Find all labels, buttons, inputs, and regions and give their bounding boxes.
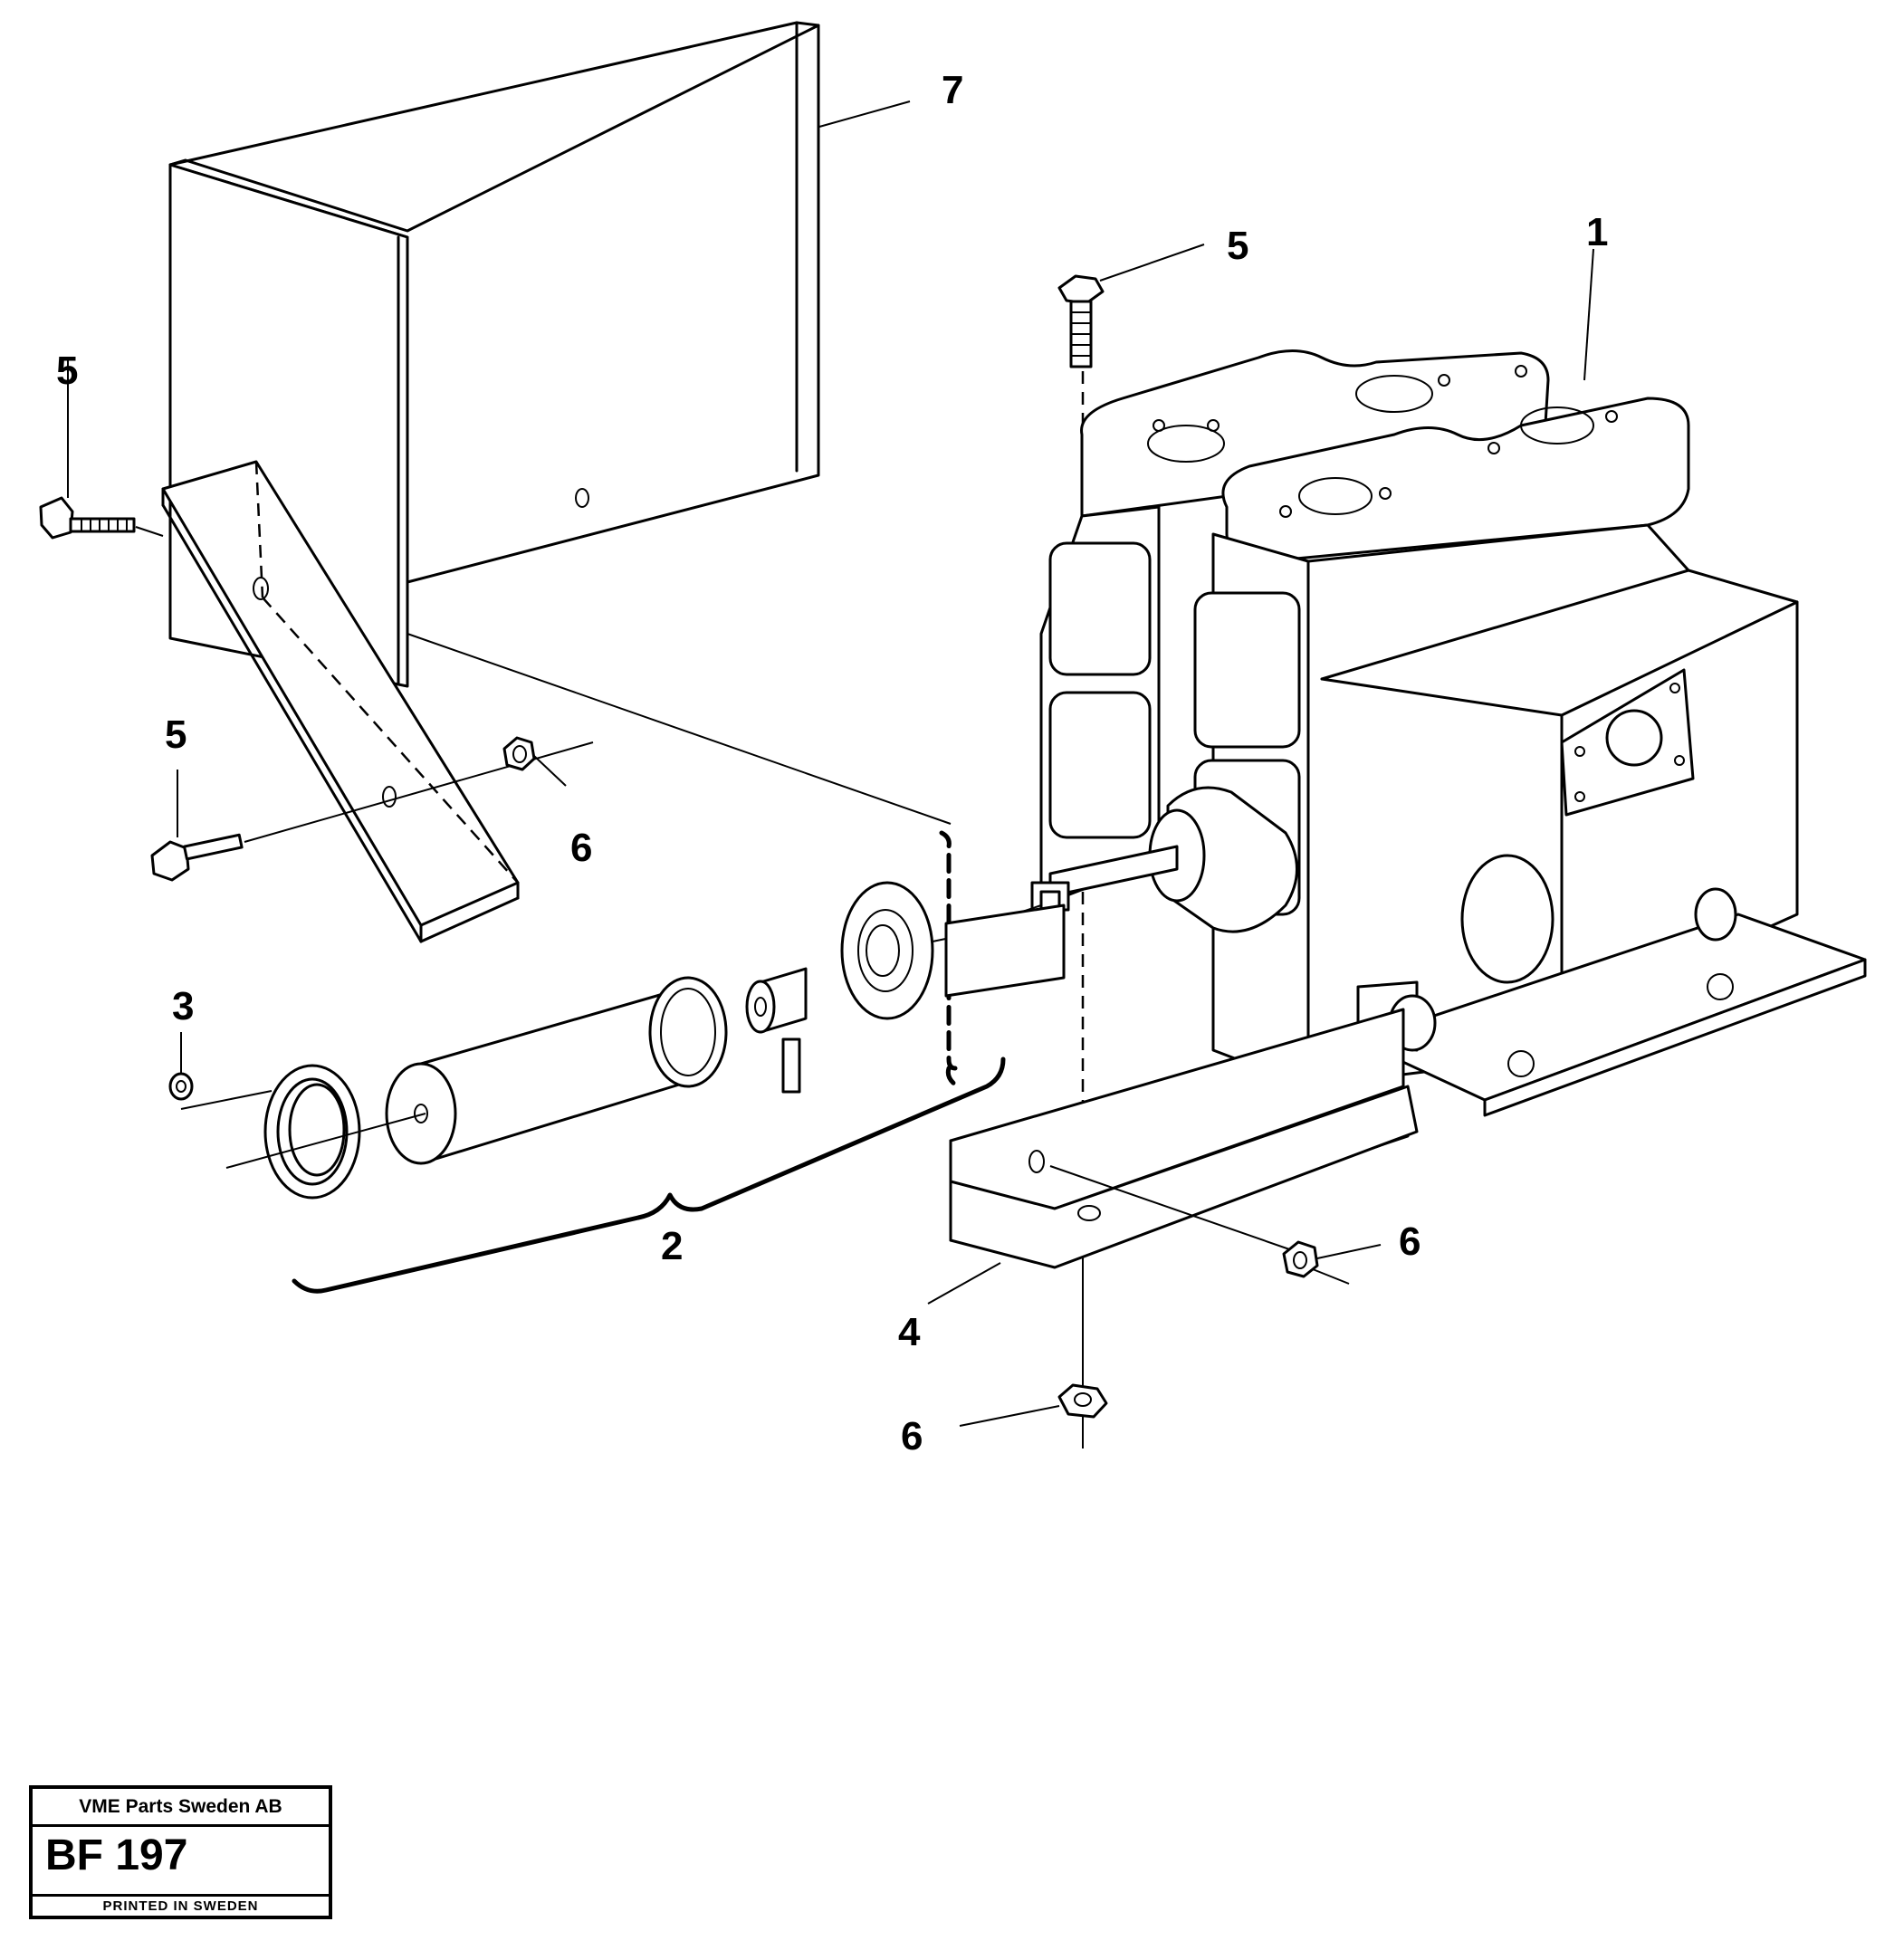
printed-in-label: PRINTED IN SWEDEN xyxy=(33,1894,329,1916)
part-4-angle-bracket xyxy=(927,1008,1419,1305)
washer-3 xyxy=(168,1032,194,1101)
callout-5-left: 5 xyxy=(56,349,79,393)
bolt-5-left-top xyxy=(39,358,164,540)
callout-6-left: 6 xyxy=(570,826,593,870)
diagonal-strap xyxy=(161,460,520,943)
callout-2: 2 xyxy=(661,1224,684,1268)
part-2-shaft-assembly xyxy=(180,830,1042,1294)
callout-7: 7 xyxy=(942,68,964,112)
nut-6-left xyxy=(502,736,567,787)
callout-6-right: 6 xyxy=(1399,1219,1421,1264)
callout-5-middle: 5 xyxy=(165,712,187,757)
callout-1: 1 xyxy=(1586,210,1609,254)
callout-6-bottom: 6 xyxy=(901,1414,923,1458)
nut-6-bottom xyxy=(959,1383,1108,1448)
company-name: VME Parts Sweden AB xyxy=(33,1789,329,1827)
part-7-cover-plate xyxy=(168,21,952,825)
callout-5-top: 5 xyxy=(1227,224,1249,268)
leader-7 xyxy=(818,100,911,128)
part-1-valve-block xyxy=(944,349,1867,1117)
drawing-code: BF 197 xyxy=(45,1831,188,1879)
leader-1 xyxy=(1583,248,1594,381)
callout-4: 4 xyxy=(898,1310,921,1354)
title-block: VME Parts Sweden AB BF 197 PRINTED IN SW… xyxy=(29,1785,332,1919)
nut-6-right xyxy=(1282,1240,1382,1285)
callout-3: 3 xyxy=(172,984,195,1028)
